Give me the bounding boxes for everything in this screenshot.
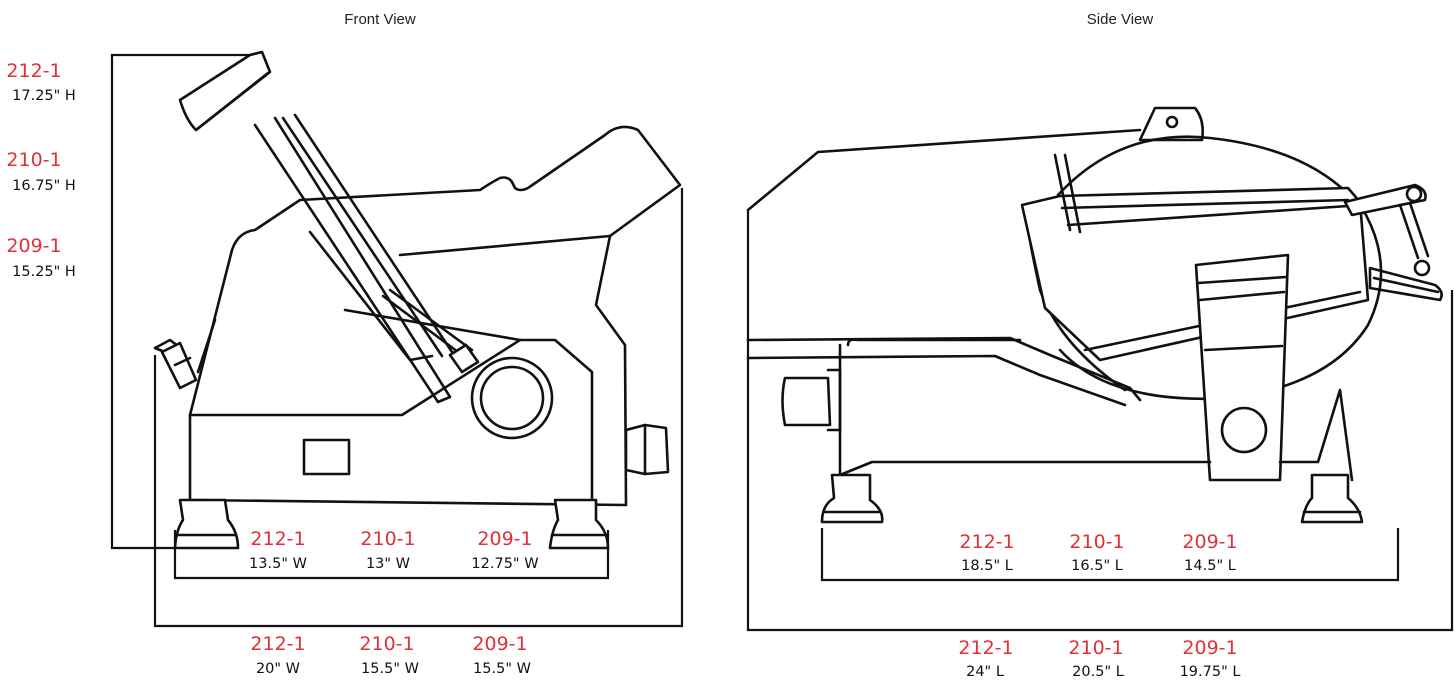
- length-spec-model: 209-1: [1182, 531, 1237, 553]
- side-inner-length-specs: 212-1 18.5" L 210-1 16.5" L 209-1 14.5" …: [959, 531, 1237, 574]
- front-view-slicer: [153, 50, 682, 550]
- front-height-bracket: [110, 53, 250, 550]
- width-spec-value: 12.75" W: [471, 556, 538, 572]
- side-view-slicer: [746, 106, 1443, 524]
- height-spec-value: 15.25" H: [12, 264, 76, 280]
- side-outer-length-bracket: [746, 210, 1454, 632]
- width-spec-model: 212-1: [250, 633, 305, 655]
- height-spec-model: 209-1: [6, 235, 61, 257]
- front-inner-width-specs: 212-1 13.5" W 210-1 13" W 209-1 12.75" W: [249, 528, 539, 572]
- width-spec-model: 210-1: [360, 528, 415, 550]
- side-outer-length-specs: 212-1 24" L 210-1 20.5" L 209-1 19.75" L: [958, 637, 1240, 680]
- height-spec-value: 17.25" H: [12, 88, 76, 104]
- width-spec-value: 20" W: [256, 661, 300, 677]
- front-outer-width-specs: 212-1 20" W 210-1 15.5" W 209-1 15.5" W: [250, 633, 531, 677]
- width-spec-model: 210-1: [359, 633, 414, 655]
- front-view-title: Front View: [344, 11, 416, 28]
- side-view-title: Side View: [1087, 11, 1154, 28]
- width-spec-value: 13.5" W: [249, 556, 307, 572]
- width-spec-model: 209-1: [472, 633, 527, 655]
- length-spec-value: 20.5" L: [1072, 664, 1124, 680]
- height-spec-model: 212-1: [6, 60, 61, 82]
- height-spec-value: 16.75" H: [12, 178, 76, 194]
- side-inner-length-bracket: [820, 528, 1400, 582]
- length-spec-value: 14.5" L: [1184, 558, 1236, 574]
- length-spec-value: 19.75" L: [1180, 664, 1241, 680]
- width-spec-model: 212-1: [250, 528, 305, 550]
- height-specs: 212-1 17.25" H 210-1 16.75" H 209-1 15.2…: [6, 60, 75, 280]
- height-spec-model: 210-1: [6, 149, 61, 171]
- length-spec-value: 18.5" L: [961, 558, 1013, 574]
- length-spec-value: 24" L: [966, 664, 1004, 680]
- width-spec-value: 15.5" W: [361, 661, 419, 677]
- length-spec-model: 209-1: [1182, 637, 1237, 659]
- length-spec-model: 210-1: [1069, 531, 1124, 553]
- length-spec-value: 16.5" L: [1071, 558, 1123, 574]
- length-spec-model: 212-1: [959, 531, 1014, 553]
- width-spec-value: 15.5" W: [473, 661, 531, 677]
- front-inner-width-bracket: [173, 530, 610, 580]
- width-spec-value: 13" W: [366, 556, 410, 572]
- width-spec-model: 209-1: [477, 528, 532, 550]
- front-outer-width-bracket: [153, 188, 684, 628]
- length-spec-model: 210-1: [1068, 637, 1123, 659]
- length-spec-model: 212-1: [958, 637, 1013, 659]
